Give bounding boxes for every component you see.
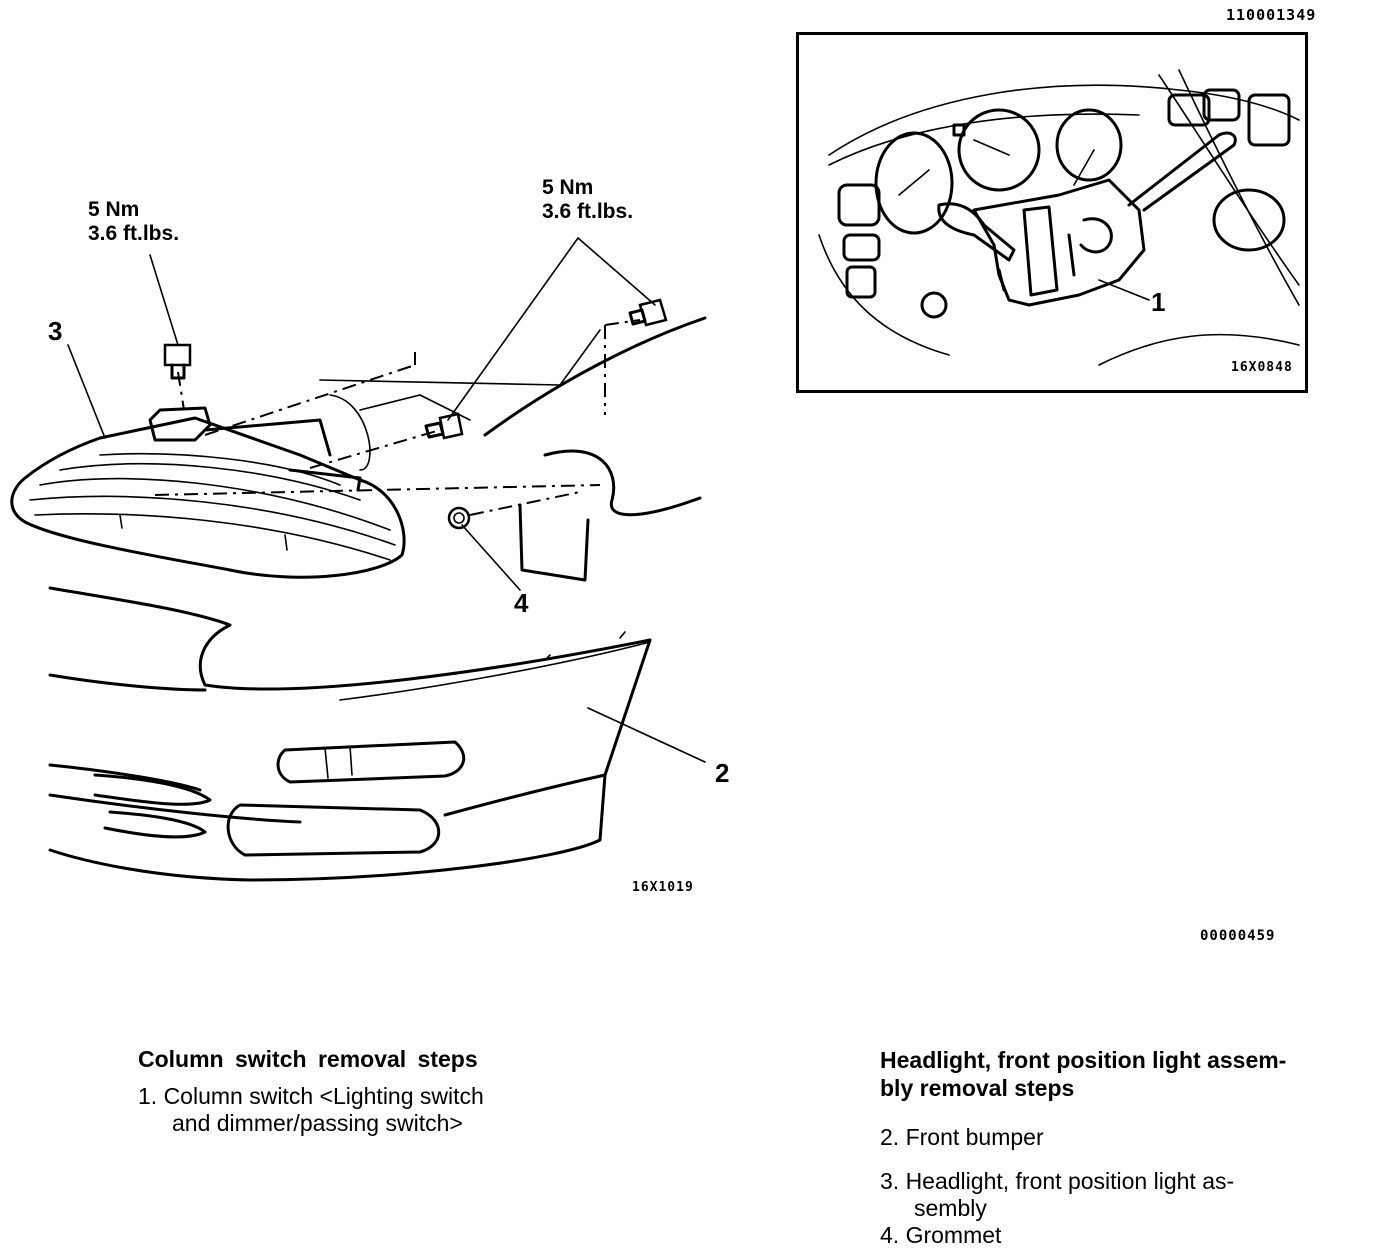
step-3-line-2: sembly [914, 1195, 987, 1221]
top-right-figure-id: 110001349 [1226, 6, 1317, 24]
headlight-step-3: 3. Headlight, front position light as- s… [880, 1168, 1370, 1222]
torque-left-ftlbs: 3.6 ft.lbs. [88, 222, 180, 245]
column-switch-illustration [818, 69, 1300, 366]
column-switch-inset-frame: 1 16X0848 [796, 32, 1308, 393]
torque-spec-left: 5 Nm 3.6 ft.lbs. [88, 198, 179, 246]
torque-left-nm: 5 Nm [88, 198, 140, 221]
headlight-step-4: 4. Grommet [880, 1222, 1370, 1249]
step-3-line-1: 3. Headlight, front position light as- [880, 1168, 1235, 1194]
step-1-line-1: 1. Column switch <Lighting switch [138, 1083, 484, 1109]
step-2-line-1: 2. Front bumper [880, 1124, 1044, 1150]
torque-right-ftlbs: 3.6 ft.lbs. [542, 200, 634, 223]
callout-2: 2 [715, 758, 730, 788]
headlight-heading: Headlight, front position light assem- b… [880, 1046, 1370, 1102]
bolt-right-lower [424, 412, 464, 440]
bolt-right-upper [628, 298, 668, 327]
step-4-line-1: 4. Grommet [880, 1222, 1002, 1248]
bolt-left [163, 343, 192, 380]
torque-right-nm: 5 Nm [542, 176, 594, 199]
headlight-figure-id: 16X1019 [632, 880, 694, 895]
torque-spec-right: 5 Nm 3.6 ft.lbs. [542, 176, 633, 224]
step-1-line-2: and dimmer/passing switch> [172, 1110, 463, 1136]
headlight-heading-line-1: Headlight, front position light assem- [880, 1047, 1287, 1073]
callout-3: 3 [48, 316, 63, 346]
page-figure-id: 00000459 [1200, 928, 1276, 944]
column-switch-heading: Column switch removal steps [138, 1046, 478, 1072]
callout-4: 4 [514, 588, 529, 618]
column-switch-section: Column switch removal steps 1. Column sw… [138, 1045, 698, 1137]
inset-figure-id: 16X0848 [1231, 360, 1293, 375]
headlight-heading-line-2: bly removal steps [880, 1075, 1075, 1101]
headlight-bumper-illustration [10, 237, 707, 882]
callout-1: 1 [1151, 287, 1166, 317]
headlight-section: Headlight, front position light assem- b… [880, 1046, 1370, 1249]
column-switch-step-1: 1. Column switch <Lighting switch and di… [138, 1083, 698, 1137]
headlight-step-2: 2. Front bumper [880, 1124, 1370, 1151]
